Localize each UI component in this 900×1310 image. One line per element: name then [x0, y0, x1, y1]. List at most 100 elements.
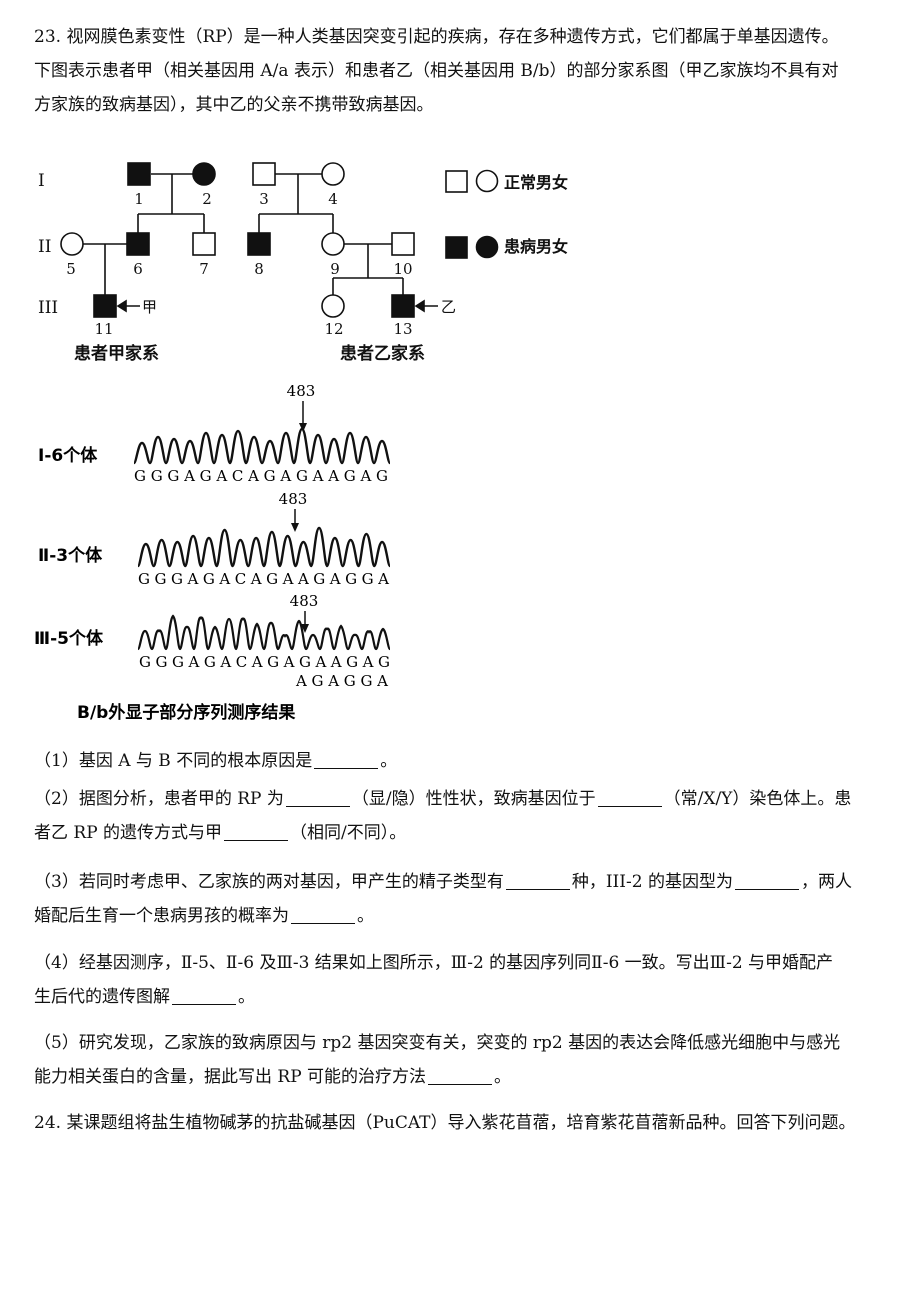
q5-text-a: （5）研究发现，乙家族的致病原因与 rp2 基因突变有关，突变的 rp2 基因的…: [34, 1033, 841, 1053]
legend-affected-label: 患病男女: [504, 237, 568, 256]
legend-normal-label: 正常男女: [504, 173, 568, 192]
position-label-row-3: 483: [290, 592, 319, 610]
id-4: 4: [328, 190, 338, 208]
legend: 正常男女 患病男女: [445, 169, 568, 259]
q3-answer-blank-2[interactable]: [734, 871, 799, 890]
proband-arrow-yi-icon: [414, 299, 425, 313]
q2-text-e: （相同/不同）。: [290, 823, 407, 843]
id-2: 2: [202, 190, 212, 208]
proband-label-yi: 乙: [441, 298, 456, 316]
seq-row-3-label: Ⅲ-5个体: [34, 628, 104, 649]
intro-line-3: 方家族的致病基因），其中乙的父亲不携带致病基因。: [34, 95, 434, 115]
individual-2: [192, 162, 216, 186]
position-arrow-row-1-icon: [299, 423, 307, 432]
seq-row-2-bases: GGGAGACAGAAGAGGA: [138, 570, 389, 588]
gen-label-3: III: [38, 298, 58, 318]
proband-arrows: [116, 299, 438, 313]
position-label-row-2: 483: [279, 490, 308, 508]
seq-row-3-bases-second: AGAGGA: [295, 672, 388, 690]
individual-11: [93, 294, 117, 318]
individual-6: [126, 232, 150, 256]
individual-9: [321, 232, 345, 256]
q4-text-a: （4）经基因测序，Ⅱ-5、Ⅱ-6 及Ⅲ-3 结果如上图所示，Ⅲ-2 的基因序列同…: [34, 953, 834, 973]
q1-answer-blank[interactable]: [314, 750, 379, 769]
q1-tail: 。: [380, 751, 398, 771]
individual-3: [252, 162, 276, 186]
question-1: （1）基因 A 与 B 不同的根本原因是 。: [34, 744, 874, 778]
trace-row-1: [132, 427, 392, 465]
intro-line-2: 下图表示患者甲（相关基因用 A/a 表示）和患者乙（相关基因用 B/b）的部分家…: [34, 61, 839, 81]
intro-line-1: 23. 视网膜色素变性（RP）是一种人类基因突变引起的疾病，存在多种遗传方式，它…: [34, 27, 839, 47]
sequencing-caption: B/b外显子部分序列测序结果: [77, 702, 295, 723]
q2-text-b: （显/隐）性性状，致病基因位于: [351, 789, 596, 809]
individual-13: [391, 294, 415, 318]
q1-text: （1）基因 A 与 B 不同的根本原因是: [34, 751, 313, 771]
q2-text-d: 者乙 RP 的遗传方式与甲: [34, 823, 223, 843]
q24-text: 24. 某课题组将盐生植物碱茅的抗盐碱基因（PuCAT）导入紫花苜蓿，培育紫花苜…: [34, 1113, 856, 1133]
pedigree-lines: [83, 173, 404, 295]
q4-answer-blank[interactable]: [172, 986, 236, 1005]
q2-answer-blank-3[interactable]: [224, 822, 289, 841]
id-10: 10: [393, 260, 412, 278]
question-24-intro: 24. 某课题组将盐生植物碱茅的抗盐碱基因（PuCAT）导入紫花苜蓿，培育紫花苜…: [34, 1106, 874, 1140]
individual-5: [60, 232, 84, 256]
id-3: 3: [259, 190, 269, 208]
q2-text-a: （2）据图分析，患者甲的 RP 为: [34, 789, 284, 809]
question-4: （4）经基因测序，Ⅱ-5、Ⅱ-6 及Ⅲ-3 结果如上图所示，Ⅲ-2 的基因序列同…: [34, 946, 874, 1014]
legend-affected-male-icon: [445, 236, 468, 259]
q2-text-c: （常/X/Y）染色体上。患: [663, 789, 852, 809]
trace-row-2: [136, 526, 392, 568]
family-yi-caption: 患者乙家系: [340, 343, 425, 364]
seq-row-2-label: Ⅱ-3个体: [38, 545, 103, 566]
figure: I II III 1 2 3 4 5 6 7 8 9 10 11 12 13 甲…: [34, 162, 568, 723]
q3-answer-blank-3[interactable]: [291, 905, 355, 924]
id-11: 11: [94, 320, 113, 338]
trace-row-3: [136, 614, 392, 651]
id-1: 1: [134, 190, 144, 208]
individual-4: [321, 162, 345, 186]
q3-text-d: 婚配后生育一个患病男孩的概率为: [34, 906, 289, 926]
legend-normal-male-icon: [445, 170, 468, 193]
q5-text-b: 能力相关蛋白的含量，据此写出 RP 可能的治疗方法: [34, 1067, 427, 1087]
gen-label-1: I: [38, 171, 45, 191]
q5-text-c: 。: [494, 1067, 512, 1087]
q3-text-b: 种，III-2 的基因型为: [571, 872, 733, 892]
gen-label-2: II: [38, 237, 51, 257]
id-5: 5: [66, 260, 76, 278]
id-6: 6: [133, 260, 143, 278]
position-arrow-row-2-icon: [291, 523, 299, 532]
id-12: 12: [324, 320, 343, 338]
q3-text-a: （3）若同时考虑甲、乙家族的两对基因，甲产生的精子类型有: [34, 872, 504, 892]
family-jia-caption: 患者甲家系: [74, 343, 159, 364]
individual-1: [127, 162, 151, 186]
question-2: （2）据图分析，患者甲的 RP 为 （显/隐）性性状，致病基因位于 （常/X/Y）染…: [34, 782, 874, 850]
proband-arrow-jia-icon: [116, 299, 127, 313]
q4-text-b: 生后代的遗传图解: [34, 987, 170, 1007]
id-7: 7: [199, 260, 209, 278]
position-arrow-row-3-icon: [301, 624, 309, 633]
individual-12: [321, 294, 345, 318]
seq-row-3-bases: GGGAGACAGAGAAGAG: [139, 653, 390, 671]
proband-label-jia: 甲: [142, 298, 157, 316]
q2-answer-blank-1[interactable]: [285, 788, 350, 807]
q4-text-c: 。: [238, 987, 255, 1007]
legend-affected-female-icon: [475, 235, 499, 259]
q3-text-c: ，两人: [800, 872, 852, 892]
id-8: 8: [254, 260, 264, 278]
sequencing-chromatograms: 483 Ⅰ-6个体 GGGAGACAGAGAAGAG 483 Ⅱ-3个体 GGG…: [34, 382, 392, 723]
question-3: （3）若同时考虑甲、乙家族的两对基因，甲产生的精子类型有 种，III-2 的基因型…: [34, 865, 874, 933]
q3-answer-blank-1[interactable]: [505, 871, 570, 890]
legend-normal-female-icon: [475, 169, 499, 193]
individual-7: [192, 232, 216, 256]
position-label-row-1: 483: [287, 382, 316, 400]
individual-8: [247, 232, 271, 256]
q5-answer-blank[interactable]: [428, 1066, 493, 1085]
seq-row-1-bases: GGGAGACAGAGAAGAG: [134, 467, 388, 485]
id-13: 13: [393, 320, 412, 338]
seq-row-1-label: Ⅰ-6个体: [38, 445, 98, 466]
individual-10: [391, 232, 415, 256]
pedigree-individuals: [60, 162, 415, 318]
q3-text-e: 。: [357, 906, 374, 926]
question-23-intro: 23. 视网膜色素变性（RP）是一种人类基因突变引起的疾病，存在多种遗传方式，它…: [34, 20, 874, 122]
q2-answer-blank-2[interactable]: [597, 788, 662, 807]
